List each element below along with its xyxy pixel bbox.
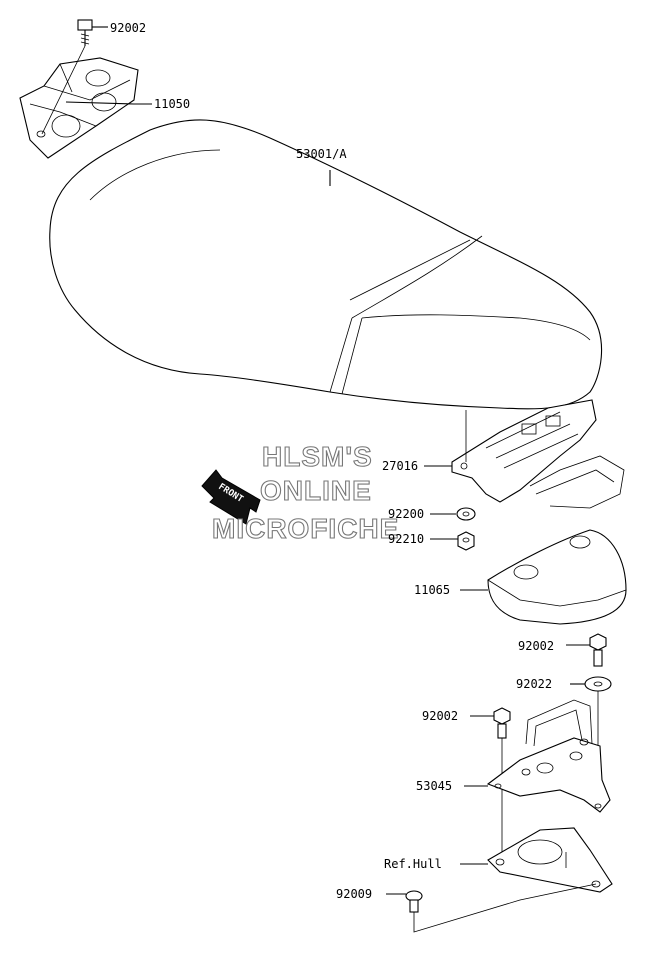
label-53001a: 53001/A <box>296 147 347 161</box>
label-92009: 92009 <box>336 887 372 901</box>
label-92210: 92210 <box>388 532 424 546</box>
bracket-53045 <box>464 699 611 813</box>
label-27016: 27016 <box>382 459 418 473</box>
label-ref-hull: Ref.Hull <box>384 857 442 871</box>
watermark-line-3: MICROFICHE <box>212 513 399 544</box>
label-92200: 92200 <box>388 507 424 521</box>
hull-plate <box>460 827 613 893</box>
nut-92210 <box>430 531 475 551</box>
hinge-27016 <box>451 399 625 509</box>
watermark: HLSM'S ONLINE MICROFICHE <box>211 440 399 544</box>
label-92002-mid: 92002 <box>518 639 554 653</box>
watermark-line-1: HLSM'S <box>262 441 373 472</box>
front-arrow: FRONT <box>201 469 261 525</box>
bolt-92002-mid <box>566 633 607 667</box>
screw-92009 <box>386 883 597 933</box>
seat-53001a <box>49 119 603 410</box>
label-92002-top: 92002 <box>110 21 146 35</box>
label-11065: 11065 <box>414 583 450 597</box>
bolt-92002-top <box>41 19 108 135</box>
washer-92200 <box>430 507 476 521</box>
label-11050: 11050 <box>154 97 190 111</box>
label-92022: 92022 <box>516 677 552 691</box>
label-92002-low: 92002 <box>422 709 458 723</box>
bracket-11050 <box>19 57 139 159</box>
bolt-92002-low <box>470 707 511 860</box>
watermark-line-2: ONLINE <box>260 475 372 506</box>
cover-11065 <box>460 529 627 625</box>
label-53045: 53045 <box>416 779 452 793</box>
